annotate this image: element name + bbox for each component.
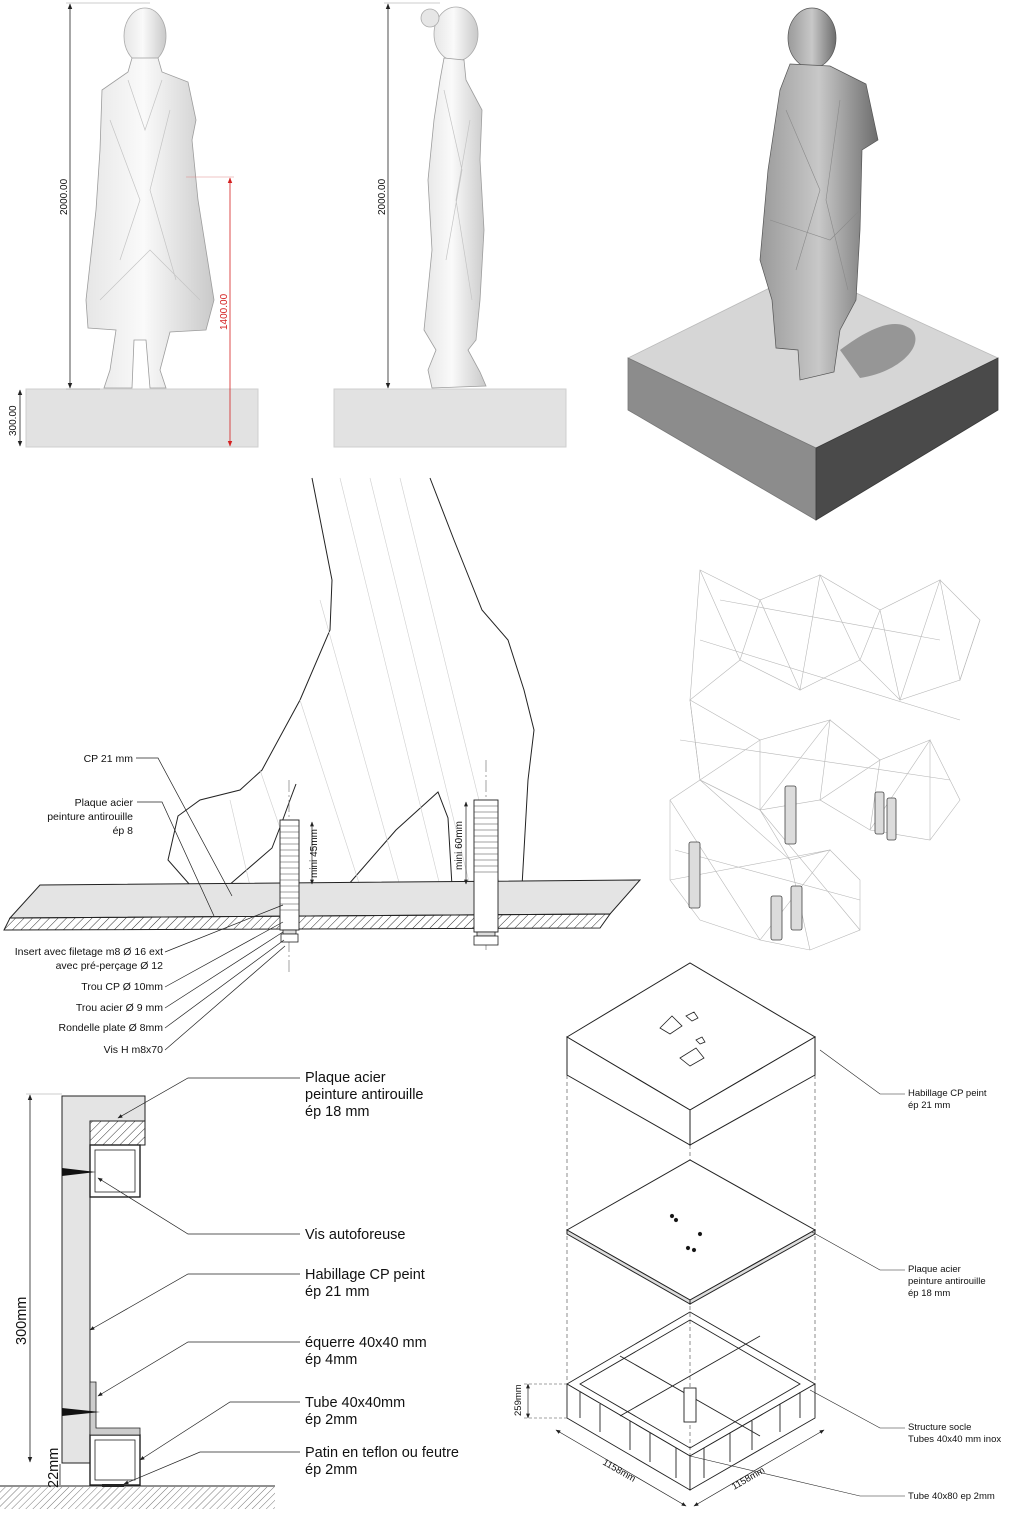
width-right-label: 1158mm [730,1465,767,1493]
fixing-leaders [136,757,286,1051]
dim-mini-60: mini 60mm [454,821,465,870]
side-base [333,388,567,448]
base-height-label: 300.00 [8,405,19,436]
label-plaque-exp: Plaque acier [908,1264,961,1275]
wireframe-rods [688,785,897,941]
upper-tube [89,1144,141,1198]
label-habillage: Habillage CP peint [305,1267,425,1283]
label-tubes-inox: Tubes 40x40 mm inox [908,1434,1001,1445]
label-structure: Structure socle [908,1422,971,1433]
label-habillage-ep: ép 21 mm [305,1284,369,1300]
label-habillage-exp: Habillage CP peint [908,1088,987,1099]
label-patin-ep: ép 2mm [305,1462,357,1478]
side-elevation: 2000.00 [333,2,567,448]
label-trou-cp: Trou CP Ø 10mm [81,981,163,993]
label-tube: Tube 40x40mm [305,1395,405,1411]
label-peinture-18: peinture antirouille [305,1087,424,1103]
floor-hatch [0,1487,275,1509]
label-insert: Insert avec filetage m8 Ø 16 ext [15,946,163,958]
foot-label: 22mm [46,1448,62,1488]
lower-tube [89,1434,141,1486]
statue-foot-outline [167,477,535,887]
label-vis-h: Vis H m8x70 [104,1044,163,1056]
exploded-view: 259mm 1158mm 1158mm Habillage CP peint é… [513,962,1001,1507]
steel-plate [565,1159,817,1305]
label-plaque-exp-ep: ép 18 mm [908,1288,950,1299]
exploded-leaders [689,1049,905,1497]
label-rondelle: Rondelle plate Ø 8mm [59,1022,164,1034]
plinth-height-label: 300mm [14,1297,30,1345]
label-patin: Patin en teflon ou feutre [305,1445,459,1461]
label-trou-acier: Trou acier Ø 9 mm [76,1002,163,1014]
label-ep-8: ép 8 [113,825,134,837]
width-right-dim [693,1429,825,1507]
label-pre-percage: avec pré-perçage Ø 12 [56,960,164,972]
label-ep-18: ép 18 mm [305,1104,369,1120]
dim-mini-45: mini 45mm [309,829,320,878]
label-plaque-acier: Plaque acier [75,797,134,809]
screw-lower [62,1408,100,1416]
isometric-render [627,7,999,521]
screw-upper [62,1168,96,1176]
right-bolt: mini 60mm [454,760,499,950]
left-bolt: mini 45mm [279,780,320,975]
front-base [25,388,259,448]
bracket [89,1381,141,1436]
label-habillage-exp-ep: ép 21 mm [908,1100,950,1111]
label-equerre-ep: ép 4mm [305,1352,357,1368]
label-peinture: peinture antirouille [47,811,133,823]
plywood-layer [8,879,642,919]
fixing-section: mini 45mm mini 60mm CP 21 mm Plaque acie… [3,477,642,1056]
steel-plate-hatch [89,1120,146,1146]
side-statue [420,6,487,389]
width-left-label: 1158mm [601,1457,638,1485]
front-height-label: 2000.00 [59,178,70,215]
wireframe-view [669,569,981,951]
side-height-label: 2000.00 [377,178,388,215]
label-equerre: équerre 40x40 mm [305,1335,427,1351]
front-statue [85,7,215,389]
cladding-box [566,962,816,1146]
label-tube-ep: ép 2mm [305,1412,357,1428]
front-red-label: 1400.00 [219,293,230,330]
width-left-dim [555,1429,687,1507]
plinth-right-face [815,357,999,521]
label-tube-40x80: Tube 40x80 ep 2mm [908,1491,995,1502]
label-cp-21: CP 21 mm [84,753,134,765]
statue-shadow [840,324,916,378]
label-vis-autoforeuse: Vis autoforeuse [305,1227,406,1243]
plinth-section: 300mm 22mm Plaque acier peinture antirou… [0,1070,459,1509]
steel-plate-layer [3,913,611,931]
frame-height-label: 259mm [513,1384,524,1416]
plinth-leaders [89,1077,300,1485]
label-plaque-acier-18: Plaque acier [305,1070,386,1086]
front-elevation: 2000.00 1400.00 300.00 [8,2,259,448]
label-peinture-exp: peinture antirouille [908,1276,986,1287]
pad [102,1484,124,1487]
statue-3d [759,7,879,381]
